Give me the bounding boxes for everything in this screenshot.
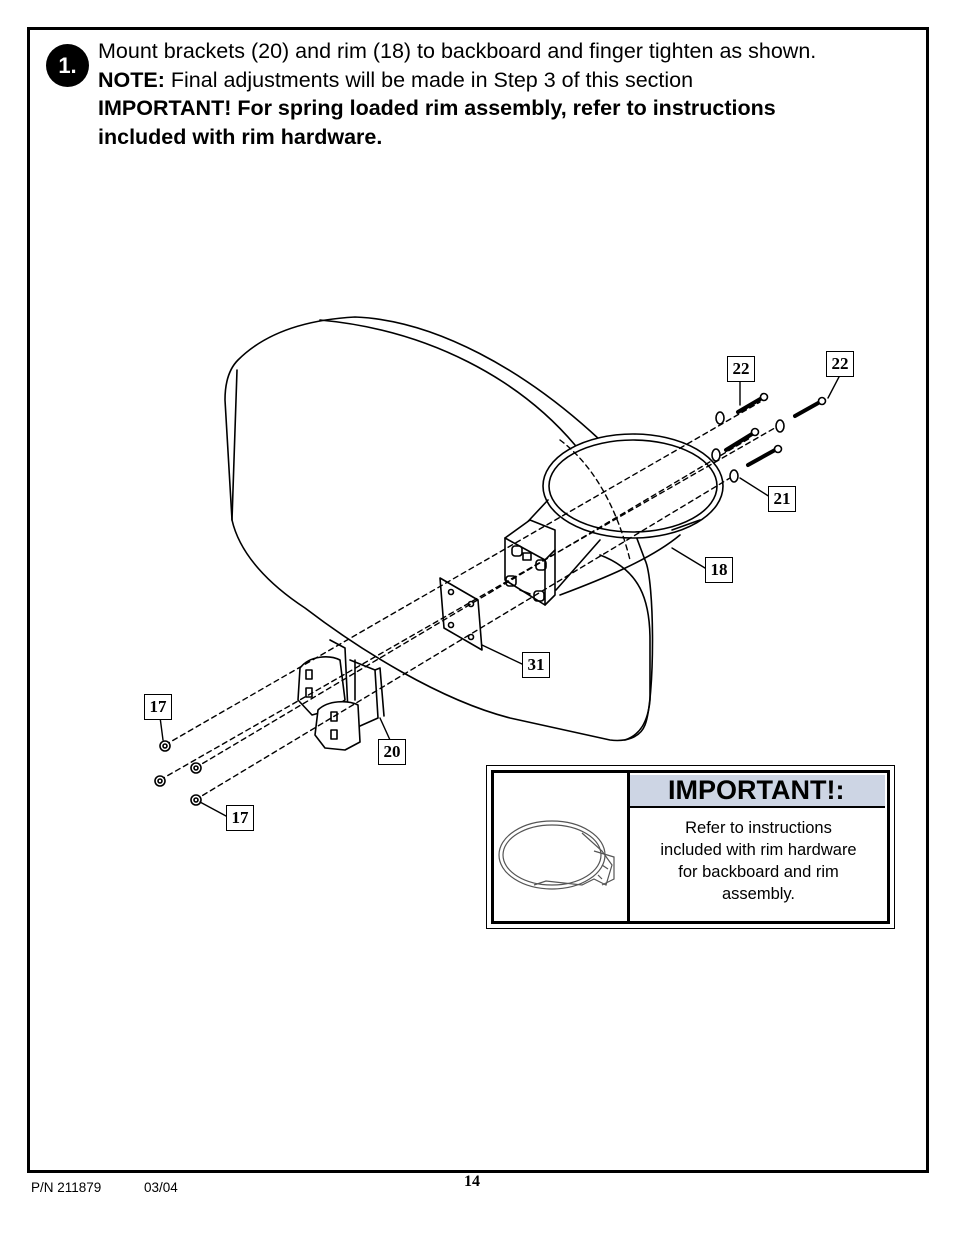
step-number: 1. (58, 52, 77, 78)
important-line: assembly. (721, 885, 796, 903)
important-notice-inner: IMPORTANT!: Refer to instructions includ… (491, 770, 890, 924)
callout-label: 17 (231, 808, 249, 827)
part-number: P/N 211879 (31, 1180, 102, 1195)
important-line: Refer to instructions (685, 819, 832, 837)
callout-31: 31 (522, 652, 550, 678)
step-instructions: Mount brackets (20) and rim (18) to back… (98, 37, 908, 151)
callout-label: 18 (710, 560, 728, 579)
important-line-1: IMPORTANT! For spring loaded rim assembl… (98, 96, 776, 120)
nuts (154, 740, 202, 806)
callout-22-washer-bolt: 22 (727, 356, 755, 382)
callout-22-bolt: 22 (826, 351, 854, 377)
page-frame (27, 27, 929, 1173)
callout-17-top: 17 (144, 694, 172, 720)
callout-21: 21 (768, 486, 796, 512)
callout-label: 21 (773, 489, 791, 508)
page-number: 14 (464, 1173, 480, 1190)
note-text: Final adjustments will be made in Step 3… (164, 67, 694, 92)
backboard (224, 316, 654, 742)
important-notice-box: IMPORTANT!: Refer to instructions includ… (486, 765, 895, 929)
instruction-note: NOTE: Final adjustments will be made in … (98, 66, 908, 95)
mounting-brackets (297, 639, 385, 751)
leader-lines (159, 374, 841, 817)
callout-18: 18 (705, 557, 733, 583)
step-number-badge: 1. (46, 44, 89, 87)
important-title: IMPORTANT!: (630, 775, 885, 808)
callout-20: 20 (378, 739, 406, 765)
rim-assembly-thumbnail (498, 820, 615, 890)
instruction-line-1: Mount brackets (20) and rim (18) to back… (98, 39, 817, 63)
important-divider (627, 773, 630, 921)
important-message: Refer to instructions included with rim … (630, 817, 887, 905)
rim (519, 433, 724, 596)
washers (711, 411, 785, 483)
callout-label: 22 (831, 354, 849, 373)
callout-label: 20 (383, 742, 401, 761)
callout-label: 31 (527, 655, 545, 674)
callout-label: 22 (732, 359, 750, 378)
callout-17-bottom: 17 (226, 805, 254, 831)
assembly-lines (159, 401, 781, 801)
important-line: included with rim hardware (660, 841, 857, 859)
callout-label: 17 (149, 697, 167, 716)
note-label: NOTE: (98, 67, 165, 92)
revision-date: 03/04 (144, 1180, 178, 1195)
bolts (724, 392, 827, 467)
important-line: for backboard and rim (678, 863, 839, 881)
important-line-2: included with rim hardware. (98, 124, 383, 149)
